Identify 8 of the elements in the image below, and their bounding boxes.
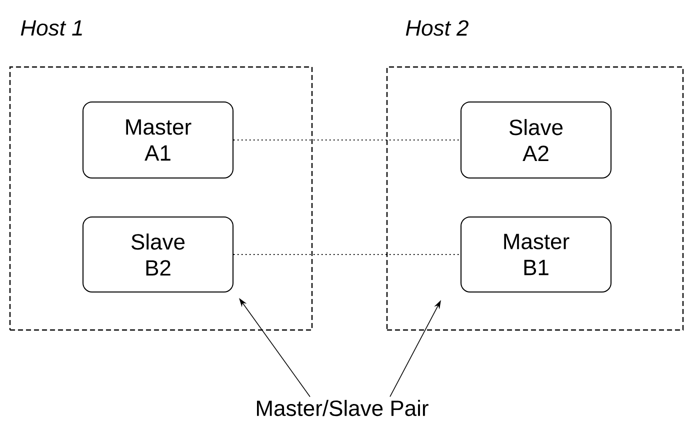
process-box: Slave A2 (460, 102, 612, 178)
process-box: Master B1 (460, 216, 612, 292)
host-label: Host 2 (406, 20, 468, 36)
callout-text: Master/Slave Pair (257, 400, 428, 416)
dotted-line (233, 254, 461, 255)
host-label: Host 1 (20, 20, 82, 36)
process-box: Slave B2 (82, 216, 234, 292)
process-box: Master A1 (82, 102, 234, 178)
